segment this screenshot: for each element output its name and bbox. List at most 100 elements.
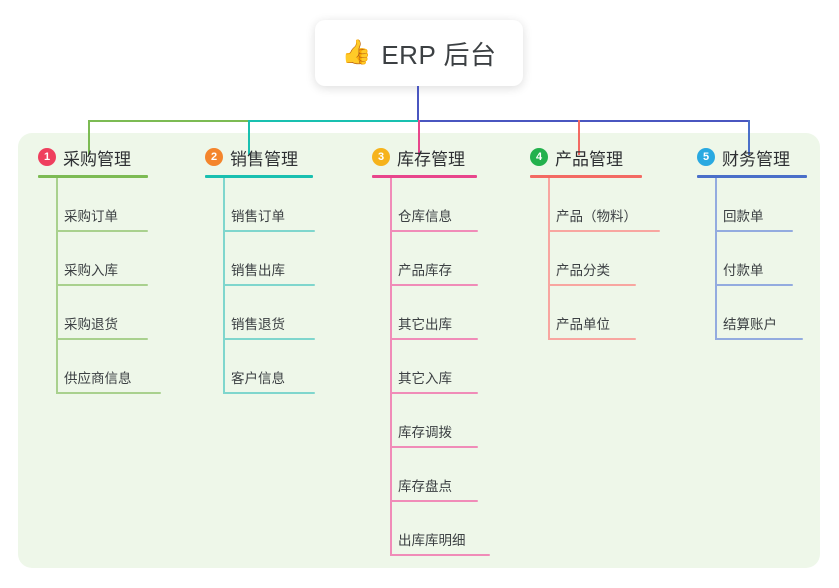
list-item-rule [56,392,161,394]
list-item-label: 供应商信息 [64,371,132,386]
list-item-label: 仓库信息 [398,209,452,224]
list-item-label: 产品单位 [556,317,610,332]
list-item-rule [548,230,660,232]
list-item-rule [390,392,478,394]
column-title-1: 采购管理 [63,149,131,169]
list-item-rule [56,230,148,232]
list-item[interactable]: 销售退货 [223,286,315,340]
list-item[interactable]: 结算账户 [715,286,803,340]
column-items-4: 产品（物料） 产品分类产品单位 [530,178,660,340]
column-items-1: 采购订单采购入库采购退货供应商信息 [38,178,161,394]
connector-bus-segment-2 [248,120,420,122]
list-item-label: 其它出库 [398,317,452,332]
list-item[interactable]: 产品（物料） [548,178,660,232]
list-item[interactable]: 采购退货 [56,286,148,340]
column-header-2[interactable]: 2 销售管理 [205,145,313,169]
list-item-label: 库存调拨 [398,425,452,440]
list-item[interactable]: 产品库存 [390,232,478,286]
column-underline-5 [697,175,807,178]
column-3: 3 库存管理仓库信息产品库存其它出库其它入库库存调拨库存盘点出库库明细 [372,145,490,556]
list-item-label: 采购订单 [64,209,118,224]
root-title: ERP 后台 [381,39,497,70]
list-item[interactable]: 销售订单 [223,178,315,232]
column-spine-2 [223,178,225,394]
column-badge-5: 5 [697,148,715,166]
column-badge-3: 3 [372,148,390,166]
list-item-label: 结算账户 [723,317,777,332]
connector-drop-4 [578,120,580,155]
connector-drop-3 [418,120,420,155]
list-item-rule [56,284,148,286]
list-item[interactable]: 其它出库 [390,286,478,340]
column-5: 5 财务管理回款单付款单结算账户 [697,145,807,340]
list-item[interactable]: 回款单 [715,178,793,232]
column-title-2: 销售管理 [230,149,298,169]
list-item-label: 付款单 [723,263,764,278]
list-item[interactable]: 客户信息 [223,340,315,394]
list-item-label: 产品库存 [398,263,452,278]
column-2: 2 销售管理销售订单销售出库销售退货客户信息 [205,145,315,394]
column-spine-5 [715,178,717,340]
list-item-label: 客户信息 [231,371,285,386]
list-item-label: 产品分类 [556,263,610,278]
list-item[interactable]: 出库库明细 [390,502,490,556]
list-item-rule [223,284,315,286]
connector-drop-5 [748,120,750,155]
list-item-label: 其它入库 [398,371,452,386]
list-item-rule [390,554,490,556]
column-header-3[interactable]: 3 库存管理 [372,145,477,169]
column-header-4[interactable]: 4 产品管理 [530,145,642,169]
thumbs-up-icon: 👍 [341,39,372,66]
list-item[interactable]: 产品单位 [548,286,636,340]
list-item-label: 回款单 [723,209,764,224]
list-item[interactable]: 销售出库 [223,232,315,286]
column-header-1[interactable]: 1 采购管理 [38,145,148,169]
column-items-3: 仓库信息产品库存其它出库其它入库库存调拨库存盘点出库库明细 [372,178,490,556]
list-item[interactable]: 供应商信息 [56,340,161,394]
list-item-rule [715,230,793,232]
column-badge-4: 4 [530,148,548,166]
list-item[interactable]: 库存调拨 [390,394,478,448]
connector-drop-2 [248,120,250,155]
list-item[interactable]: 库存盘点 [390,448,478,502]
list-item-rule [223,338,315,340]
column-items-2: 销售订单销售出库销售退货客户信息 [205,178,315,394]
list-item-rule [223,230,315,232]
list-item-label: 销售订单 [231,209,285,224]
list-item-label: 产品（物料） [556,209,637,224]
column-header-5[interactable]: 5 财务管理 [697,145,807,169]
column-title-3: 库存管理 [397,149,465,169]
list-item-label: 销售退货 [231,317,285,332]
list-item[interactable]: 产品分类 [548,232,636,286]
list-item[interactable]: 采购入库 [56,232,148,286]
connector-bus-segment-3 [418,120,750,122]
list-item[interactable]: 仓库信息 [390,178,478,232]
list-item-label: 销售出库 [231,263,285,278]
column-spine-1 [56,178,58,394]
list-item-label: 库存盘点 [398,479,452,494]
list-item-rule [548,284,636,286]
connector-trunk [417,86,419,122]
column-underline-2 [205,175,313,178]
list-item[interactable]: 采购订单 [56,178,148,232]
list-item-label: 采购入库 [64,263,118,278]
list-item[interactable]: 其它入库 [390,340,478,394]
diagram-panel [18,133,820,568]
column-badge-2: 2 [205,148,223,166]
column-title-5: 财务管理 [722,149,790,169]
column-spine-3 [390,178,392,556]
list-item-rule [56,338,148,340]
list-item-rule [390,230,478,232]
column-items-5: 回款单付款单结算账户 [697,178,807,340]
column-title-4: 产品管理 [555,149,623,169]
list-item-label: 采购退货 [64,317,118,332]
connector-drop-1 [88,120,90,155]
list-item-rule [390,500,478,502]
column-1: 1 采购管理采购订单采购入库采购退货供应商信息 [38,145,161,394]
list-item-rule [390,338,478,340]
list-item-rule [390,446,478,448]
list-item-label: 出库库明细 [398,533,466,548]
column-badge-1: 1 [38,148,56,166]
root-node[interactable]: 👍 ERP 后台 [315,20,523,86]
list-item[interactable]: 付款单 [715,232,793,286]
